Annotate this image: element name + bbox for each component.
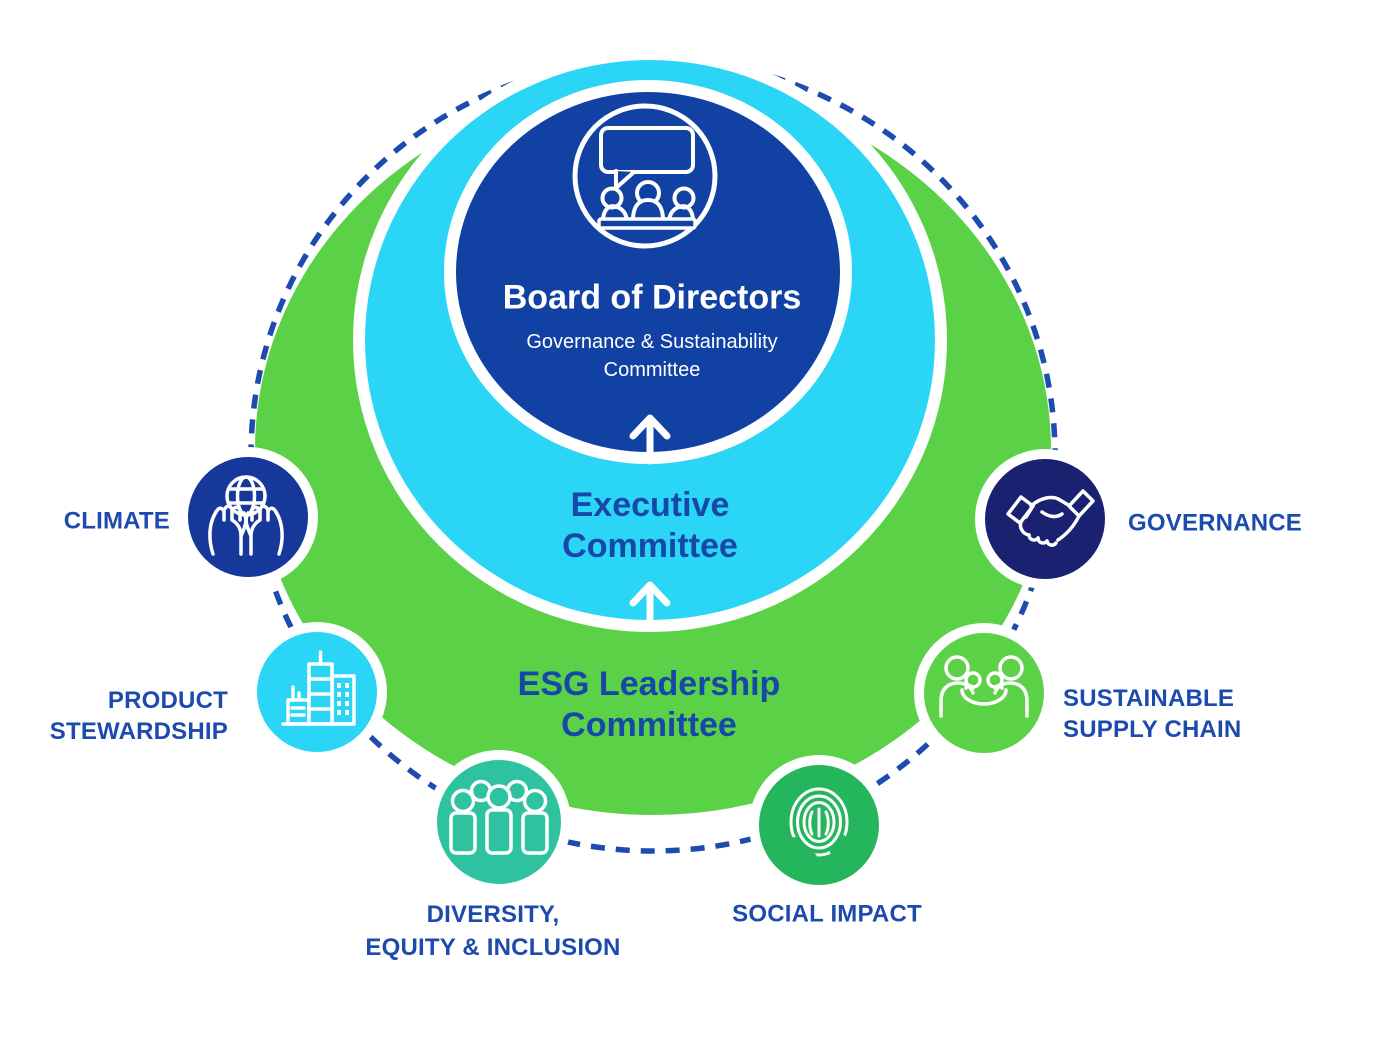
buildings-icon [281,650,356,726]
arrow-esg-to-exec [629,581,671,632]
diversity-equity-inclusion-label: DIVERSITY, EQUITY & INCLUSION [365,898,620,964]
governance-label: GOVERNANCE [1128,509,1303,537]
executive-heading-line2: Committee [562,527,738,565]
board-meeting-icon [572,103,718,249]
social-impact-badge [749,755,889,895]
board-subtitle-line1: Governance & Sustainability [526,331,778,353]
executive-committee-heading: Executive Committee [562,485,738,567]
sustainable-supply-chain-label-line1: SUSTAINABLE [1063,685,1235,712]
esg-leadership-committee-heading: ESG Leadership Committee [518,664,781,746]
dei-label-line1: DIVERSITY, [426,901,560,928]
esg-heading-line1: ESG Leadership [517,665,781,703]
esg-heading-line2: Committee [561,706,737,744]
social-impact-label: SOCIAL IMPACT [732,900,922,928]
diversity-equity-inclusion-badge [427,750,571,894]
sustainable-supply-chain-label: SUSTAINABLE SUPPLY CHAIN [1063,683,1241,745]
product-stewardship-badge [247,622,387,762]
fingerprint-icon [789,787,849,861]
sustainable-supply-chain-label-line2: SUPPLY CHAIN [1063,716,1242,743]
executive-heading-line1: Executive [570,486,730,524]
climate-label: CLIMATE [63,507,170,535]
people-group-icon [449,779,549,855]
board-subtitle-line2: Committee [603,359,701,381]
dei-label-line2: EQUITY & INCLUSION [365,934,621,961]
governance-circle [985,459,1105,579]
hands-globe-icon [208,475,284,556]
arrow-exec-to-board [629,414,671,465]
board-circle [456,92,840,452]
board-of-directors-subtitle: Governance & Sustainability Committee [526,328,777,384]
community-icon [939,655,1029,718]
product-stewardship-label-line1: PRODUCT [107,687,228,714]
handshake-icon [1006,489,1095,547]
board-of-directors-title: Board of Directors [502,278,802,317]
sustainable-supply-chain-badge [914,623,1054,763]
governance-badge [975,449,1115,589]
product-stewardship-label: PRODUCT STEWARDSHIP [18,685,228,747]
climate-badge [178,447,318,587]
product-stewardship-label-line2: STEWARDSHIP [49,718,228,745]
